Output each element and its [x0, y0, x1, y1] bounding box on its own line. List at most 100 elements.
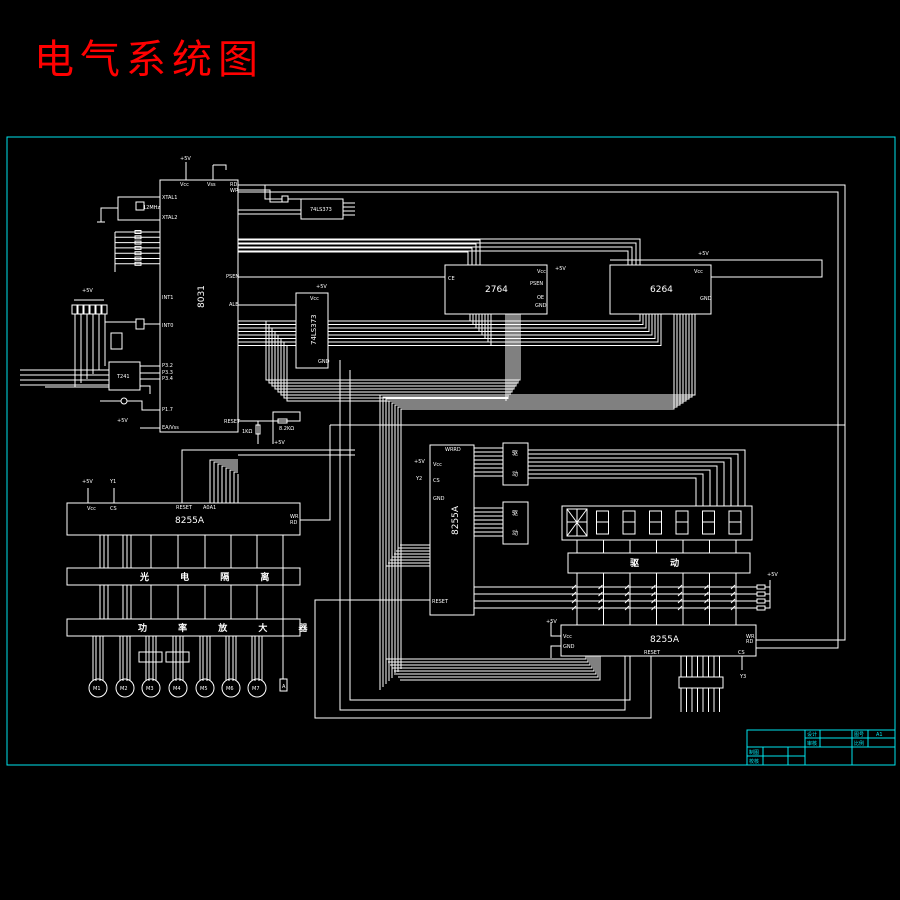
svg-text:Y1: Y1 — [109, 479, 116, 485]
tb-drawing-no: 图号 — [854, 732, 864, 738]
svg-text:P3.4: P3.4 — [162, 376, 173, 382]
svg-text:WRRD: WRRD — [445, 447, 461, 453]
motor-m5: M5 — [195, 678, 215, 698]
wire — [300, 425, 331, 521]
ppi-8255a-mid: 8255A Vcc CS GND RESET WRRD +5V Y2 — [414, 444, 475, 616]
digit-bottom — [649, 521, 662, 535]
svg-text:GND: GND — [700, 296, 712, 302]
svg-text:CS: CS — [110, 506, 117, 512]
svg-text:M4: M4 — [173, 686, 181, 692]
tb-size: A1 — [876, 732, 883, 738]
switch — [134, 261, 142, 266]
wire — [528, 457, 732, 506]
wire — [328, 314, 662, 346]
svg-text:功 率 放 大 器: 功 率 放 大 器 — [138, 622, 322, 634]
svg-text:驱: 驱 — [512, 510, 518, 517]
svg-text:动: 动 — [512, 471, 518, 478]
wire — [213, 461, 238, 503]
svg-text:+5V: +5V — [82, 288, 93, 294]
svg-text:M2: M2 — [120, 686, 128, 692]
wire — [268, 314, 519, 384]
wire — [339, 360, 626, 711]
port1-switches — [114, 230, 160, 272]
wire — [528, 453, 739, 506]
svg-text:Vcc: Vcc — [310, 296, 319, 302]
svg-text:RD: RD — [290, 520, 297, 526]
digit-top — [702, 510, 715, 523]
wire — [528, 461, 725, 506]
switch — [134, 240, 142, 245]
wire — [400, 656, 601, 681]
wire — [229, 469, 238, 503]
svg-text:动: 动 — [512, 530, 518, 537]
wire — [400, 314, 675, 669]
pullup-resistors: +5V — [20, 288, 160, 388]
svg-text:A: A — [282, 684, 286, 690]
resistor — [756, 584, 766, 590]
wire — [379, 314, 696, 690]
svg-text:12MHz: 12MHz — [143, 205, 160, 211]
svg-text:Vss: Vss — [207, 182, 216, 188]
driver-1: 驱 动 — [502, 442, 529, 486]
svg-text:GND: GND — [563, 644, 575, 650]
wire — [398, 656, 599, 678]
svg-text:P1.7: P1.7 — [162, 407, 173, 413]
switch — [134, 256, 142, 261]
wire — [328, 314, 644, 325]
svg-text:M6: M6 — [226, 686, 234, 692]
svg-text:GND: GND — [318, 359, 330, 365]
motor-m1: M1 — [88, 678, 108, 698]
svg-text:+5V: +5V — [414, 459, 425, 465]
motor-m7: M7 — [247, 678, 267, 698]
svg-text:Vcc: Vcc — [563, 634, 572, 640]
reset-circuit: 1KΩ 8.2KΩ +5V — [238, 411, 301, 446]
svg-text:M1: M1 — [93, 686, 101, 692]
motor-wiring — [92, 535, 284, 681]
cpu-8031: 8031 Vcc Vss RD WR XTAL1 XTAL2 INT1 INT0… — [97, 156, 241, 433]
switch — [134, 245, 142, 250]
wire — [528, 449, 746, 506]
wire — [765, 580, 771, 609]
svg-text:8255A: 8255A — [451, 505, 461, 535]
svg-text:驱 动: 驱 动 — [630, 558, 693, 569]
wire — [528, 465, 718, 506]
wire — [265, 314, 521, 381]
svg-text:+5V: +5V — [767, 572, 778, 578]
svg-text:+5V: +5V — [698, 251, 709, 257]
aux-device: A — [279, 678, 288, 692]
wire — [238, 239, 481, 265]
svg-text:+5V: +5V — [274, 440, 285, 446]
motor-m2: M2 — [115, 678, 135, 698]
wire — [528, 473, 704, 506]
svg-text:RD: RD — [230, 182, 237, 188]
wire — [328, 314, 474, 325]
wire — [396, 656, 597, 675]
svg-text:Vcc: Vcc — [180, 182, 189, 188]
wire — [391, 314, 684, 678]
svg-text:GND: GND — [535, 303, 547, 309]
digit-bottom — [728, 521, 742, 535]
wire — [225, 467, 238, 503]
svg-text:WR: WR — [746, 634, 755, 640]
wire — [328, 314, 659, 343]
svg-text:WR: WR — [230, 188, 239, 194]
ppi-8255a-left: 8255A Vcc CS RESET A0A1 WR RD +5V Y1 — [66, 449, 355, 536]
svg-text:+5V: +5V — [555, 266, 566, 272]
wire — [394, 314, 681, 675]
wire — [286, 314, 507, 402]
digit-top — [728, 510, 742, 523]
svg-text:XTAL2: XTAL2 — [162, 215, 177, 221]
wire — [382, 314, 693, 687]
svg-text:Y2: Y2 — [415, 476, 422, 482]
wire — [221, 465, 238, 503]
wire — [274, 314, 515, 390]
svg-text:CE: CE — [448, 276, 455, 282]
wire — [390, 656, 591, 666]
svg-text:M5: M5 — [200, 686, 208, 692]
ppi-8255a-bottom: 8255A Vcc GND RESET WR RD CS +5V Y3 +5V — [314, 572, 778, 719]
tb-scale: 比例 — [854, 740, 864, 747]
svg-text:GND: GND — [433, 496, 445, 502]
digit-top — [649, 510, 662, 523]
wire — [328, 314, 650, 332]
